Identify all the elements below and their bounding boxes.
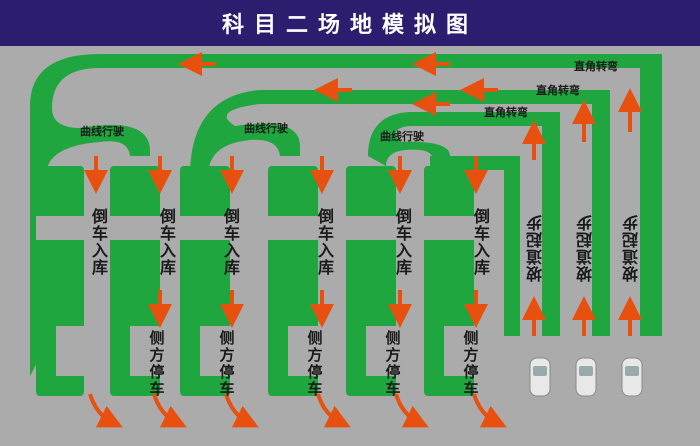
hill-start-label: 坡道起步 (526, 214, 545, 282)
reverse-parking-label: 倒车入库 (221, 208, 240, 276)
cars (529, 357, 643, 397)
reverse-parking-label: 倒车入库 (393, 208, 412, 276)
curve-track-3 (368, 112, 560, 336)
hill-start-label: 坡道起步 (576, 214, 595, 282)
side-parking-label: 侧方停车 (149, 329, 165, 398)
arrow-icon (152, 393, 187, 428)
side-parking-label: 侧方停车 (463, 329, 479, 398)
arrow-icon (394, 393, 429, 428)
curve-driving-label: 曲线行驶 (80, 125, 124, 138)
right-angle-turn-label: 直角转弯 (536, 84, 580, 97)
curve-track-2 (190, 90, 610, 336)
track-lanes (30, 54, 662, 376)
hill-start-label: 坡道起步 (622, 214, 641, 282)
reverse-parking-label: 倒车入库 (89, 208, 108, 276)
arrow-icon (88, 393, 123, 428)
right-angle-turn-label: 直角转弯 (484, 106, 528, 119)
arrow-icon (316, 393, 351, 428)
track-diagram (30, 52, 662, 428)
side-parking-label: 侧方停车 (219, 329, 235, 398)
direction-arrows (84, 52, 642, 428)
parking-bays (36, 216, 474, 376)
curve-driving-label: 曲线行驶 (380, 130, 424, 143)
arrow-icon (472, 393, 507, 428)
car-icon (529, 357, 551, 397)
reverse-parking-label: 倒车入库 (157, 208, 176, 276)
curve-driving-label: 曲线行驶 (244, 122, 288, 135)
parking-lanes (36, 166, 474, 396)
side-parking-label: 侧方停车 (307, 329, 323, 398)
reverse-parking-label: 倒车入库 (471, 208, 490, 276)
page-title: 科目二场地模拟图 (0, 0, 700, 46)
side-parking-label: 侧方停车 (385, 329, 401, 398)
curve-track-4 (430, 156, 520, 336)
right-angle-turn-label: 直角转弯 (574, 60, 618, 73)
arrow-icon (224, 393, 259, 428)
car-icon (575, 357, 597, 397)
reverse-parking-label: 倒车入库 (315, 208, 334, 276)
car-icon (621, 357, 643, 397)
